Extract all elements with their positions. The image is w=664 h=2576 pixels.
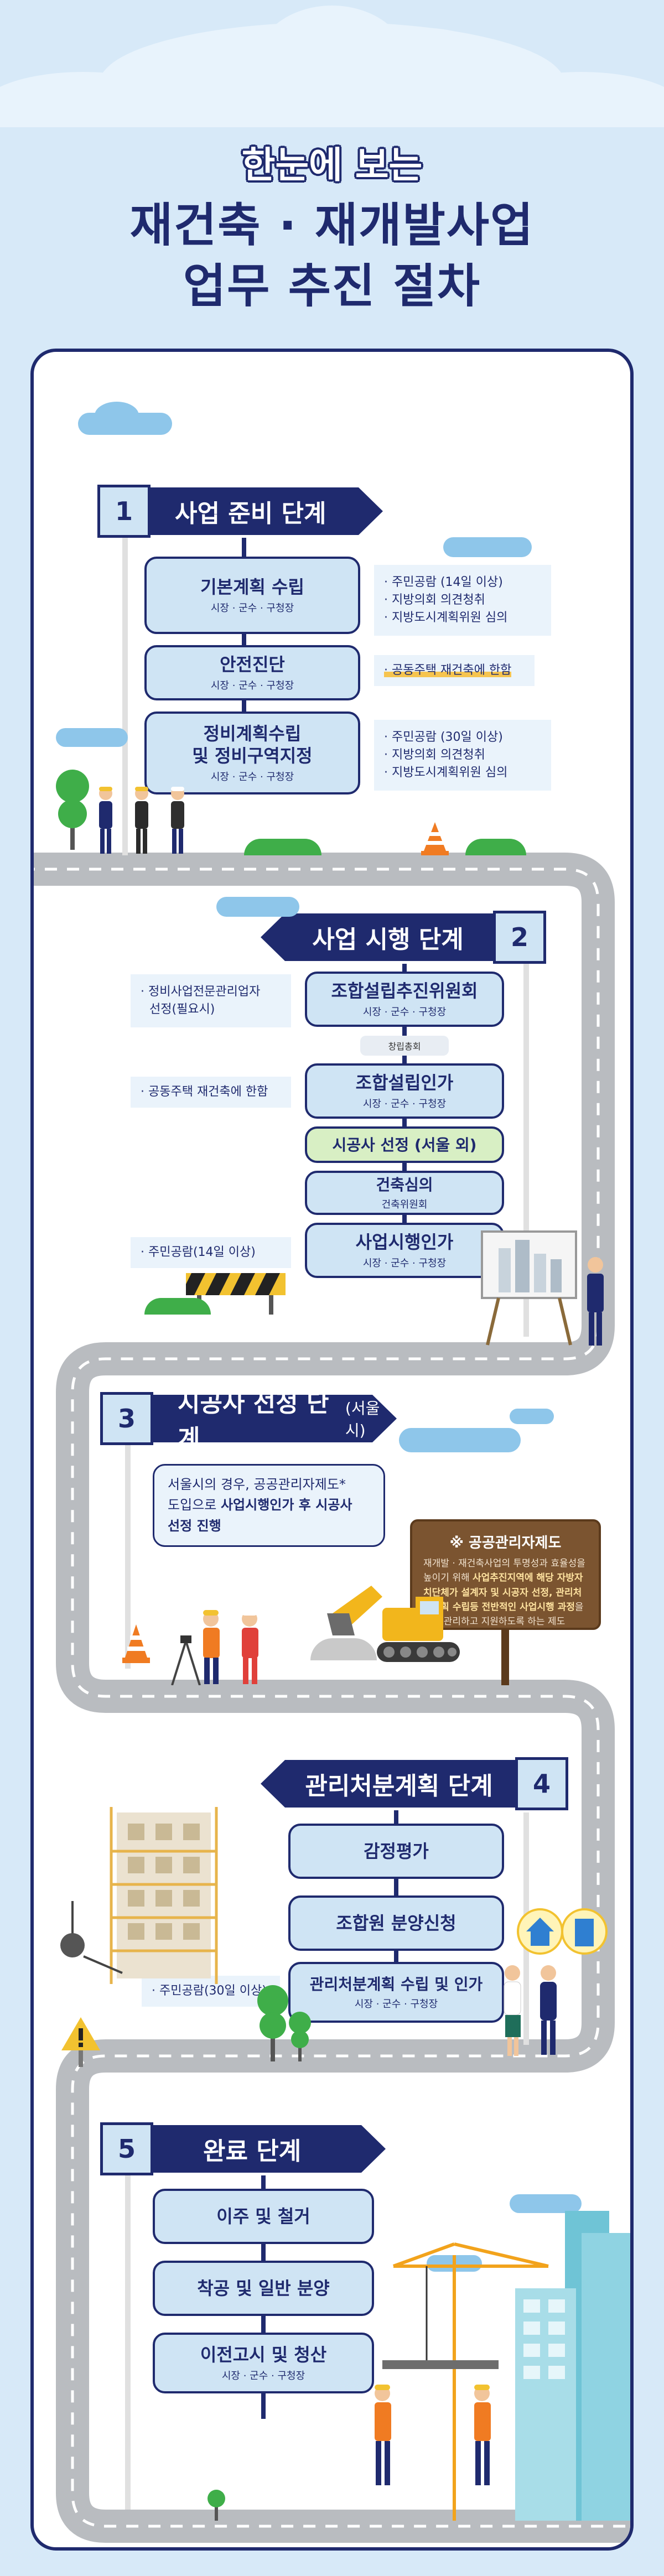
stage2-note-1: · 정비사업전문관리업자 선정(필요시) xyxy=(131,974,291,1027)
stage2-number: 2 xyxy=(493,911,546,964)
cloud-icon xyxy=(56,728,128,747)
traffic-cone-icon xyxy=(421,822,449,855)
worker-icon xyxy=(171,1610,258,1685)
bush-icon xyxy=(465,839,526,855)
stage2-note-2: · 공동주택 재건축에 한함 xyxy=(131,1077,291,1108)
stage4-note: · 주민공람(30일 이상) xyxy=(142,1976,280,2007)
stage2-step-review: 건축심의 건축위원회 xyxy=(305,1171,504,1215)
stage4-number: 4 xyxy=(515,1757,568,1810)
worker-icon xyxy=(375,2385,491,2485)
stage5-number: 5 xyxy=(100,2122,153,2175)
tree-icon xyxy=(208,2490,225,2521)
stage5-step-settlement: 이전고시 및 청산 시장 · 군수 · 구청장 xyxy=(153,2333,374,2393)
header-cloud-icon xyxy=(0,6,664,127)
stage4-title: 관리처분계획 단계 xyxy=(261,1760,515,1808)
stage1-note-2: · 공동주택 재건축에 한함 xyxy=(374,655,535,686)
worker-icon xyxy=(99,787,184,854)
crane-icon xyxy=(382,2211,630,2521)
building-icon xyxy=(110,1807,218,1984)
stage1-pole xyxy=(122,490,128,855)
header-line1: 한눈에 보는 xyxy=(241,144,423,186)
stage5-step-relocation: 이주 및 철거 xyxy=(153,2189,374,2244)
header-line3: 업무 추진 절차 xyxy=(183,259,481,313)
cloud-icon xyxy=(399,1428,521,1452)
stage4-step-appraisal: 감정평가 xyxy=(288,1824,504,1879)
stage1-note-3: · 주민공람 (30일 이상) · 지방의회 의견청취 · 지방도시계획위원 심… xyxy=(374,720,551,791)
stage2-pole xyxy=(523,927,529,1337)
stage5-step-construction-sale: 착공 및 일반 분양 xyxy=(153,2261,374,2316)
public-manager-sign: ※ 공공관리자제도 재개발 · 재건축사업의 투명성과 효율성을 높이기 위해 … xyxy=(410,1519,601,1630)
presentation-board-icon xyxy=(481,1230,604,1346)
cloud-icon xyxy=(216,897,299,917)
tree-icon xyxy=(56,770,89,850)
cloud-icon xyxy=(510,2194,582,2213)
stage5-title: 완료 단계 xyxy=(153,2125,386,2173)
stage4-step-sale-application: 조합원 분양신청 xyxy=(288,1895,504,1951)
stage1-step-zone: 정비계획수립 및 정비구역지정 시장 · 군수 · 구청장 xyxy=(144,711,360,794)
stage5-pole xyxy=(125,2133,131,2510)
dirt-pile xyxy=(310,1638,377,1660)
traffic-cone-icon xyxy=(122,1624,150,1663)
process-card: 1 사업 준비 단계 기본계획 수립 시장 · 군수 · 구청장 · 주민공람 … xyxy=(30,349,634,2551)
stage1-title: 사업 준비 단계 xyxy=(151,487,383,535)
stage1-number: 1 xyxy=(97,485,151,538)
stage2-step-implementation: 사업시행인가 시장 · 군수 · 구청장 xyxy=(305,1223,504,1278)
header-line2: 재건축 · 재개발사업 xyxy=(129,198,535,252)
excavator-icon xyxy=(327,1586,460,1662)
stage2-title: 사업 시행 단계 xyxy=(261,913,493,961)
road xyxy=(34,853,630,2543)
stage1-banner: 1 사업 준비 단계 xyxy=(97,485,383,538)
stage5-banner: 5 완료 단계 xyxy=(100,2122,386,2175)
stage3-pole xyxy=(125,1403,131,1669)
stage4-banner: 관리처분계획 단계 4 xyxy=(261,1757,568,1810)
stage3-banner: 3 시공사 선정 단계(서울시) xyxy=(100,1392,397,1445)
stage1-step-safety: 안전진단 시장 · 군수 · 구청장 xyxy=(144,645,360,700)
cloud-icon xyxy=(443,537,532,557)
cloud-icon xyxy=(95,402,139,429)
warning-sign-icon xyxy=(61,2017,100,2067)
tree-icon xyxy=(257,1985,311,2061)
stage1-note-1: · 주민공람 (14일 이상) · 지방의회 의견청취 · 지방도시계획위원 심… xyxy=(374,565,551,636)
bush-icon xyxy=(244,839,321,855)
stage4-step-management-plan: 관리처분계획 수립 및 인가 시장 · 군수 · 구청장 xyxy=(288,1962,504,2023)
stage2-pill-founding-meeting: 창립총회 xyxy=(360,1036,449,1056)
barricade-icon xyxy=(186,1273,286,1315)
stage2-step-union-approval: 조합설립인가 시장 · 군수 · 구청장 xyxy=(305,1063,504,1119)
wrecking-ball-icon xyxy=(60,1901,123,1974)
stage2-note-3: · 주민공람(14일 이상) xyxy=(131,1237,291,1268)
stage2-step-contractor: 시공사 선정 (서울 외) xyxy=(305,1126,504,1163)
stage1-step-plan: 기본계획 수립 시장 · 군수 · 구청장 xyxy=(144,557,360,634)
stage2-step-committee: 조합설립추진위원회 시장 · 군수 · 구청장 xyxy=(305,972,504,1027)
bush-icon xyxy=(144,1298,211,1315)
cloud-icon xyxy=(510,1409,554,1424)
stage3-description: 서울시의 경우, 공공관리자제도* 도입으로 사업시행인가 후 시공사 선정 진… xyxy=(153,1464,385,1547)
sign-post xyxy=(501,1630,509,1685)
house-pin-icon xyxy=(517,1908,608,1955)
stage3-number: 3 xyxy=(100,1392,153,1445)
worker-icon xyxy=(504,1965,557,2056)
stage2-banner: 사업 시행 단계 2 xyxy=(261,911,546,964)
stage3-title: 시공사 선정 단계(서울시) xyxy=(153,1395,397,1442)
stage2-connector xyxy=(402,964,407,1274)
